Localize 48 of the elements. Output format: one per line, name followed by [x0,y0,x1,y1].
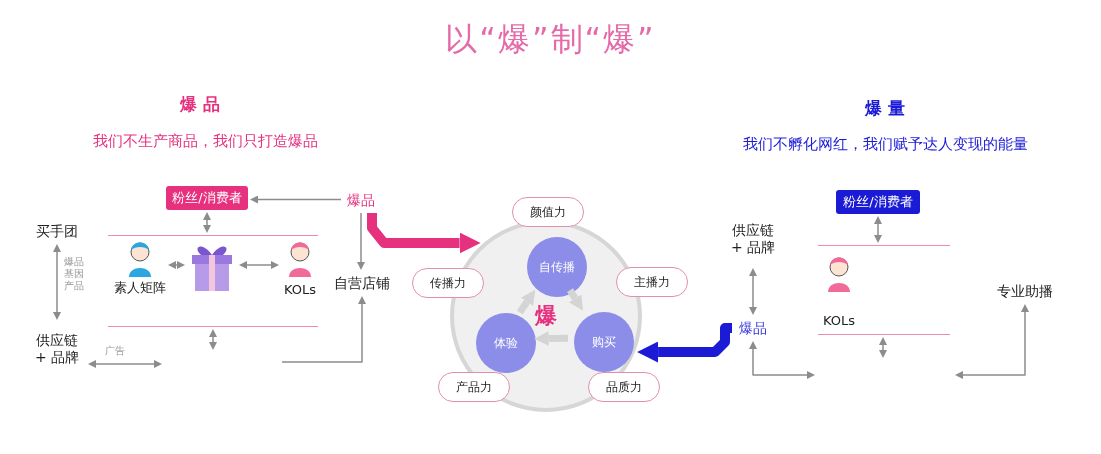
arrow [281,296,366,363]
stage-circle: 自传播 [527,237,587,297]
subtitle: 我们不生产商品，我们只打造爆品 [91,132,319,151]
edge-label: 爆品基因产品 [62,256,86,292]
arrow [88,360,162,368]
node-label: 爆品 [343,189,379,211]
capability-pill: 传播力 [412,268,484,298]
arrow [879,337,887,358]
flow-arrow [516,289,536,315]
flow-arrow [637,323,732,363]
flow-arrow [567,288,583,311]
arrow [250,195,342,204]
center-character: 爆 [534,302,558,330]
arrow [357,212,365,270]
arrow [53,244,61,320]
node-label: 专业助播 [986,280,1064,302]
person-caption: KOLs [821,313,857,328]
title: 以“爆”制“爆” [444,19,657,60]
subtitle: 我们不孵化网红，我们赋予达人变现的能量 [741,135,1029,154]
platform-band [108,235,318,327]
person-caption: KOLs [282,282,318,297]
arrow [209,329,217,350]
audience-box: 粉丝/消费者 [836,190,920,214]
capability-pill: 品质力 [588,372,660,402]
stage-circle: 购买 [574,312,634,372]
heading: 爆 品 [178,93,221,116]
audience-box: 粉丝/消费者 [166,186,248,210]
capability-pill: 产品力 [438,372,510,402]
flow-arrow [534,331,569,346]
arrow [239,261,279,269]
heading: 爆 量 [863,97,906,120]
stage-circle: 体验 [476,313,536,373]
platform-band [818,245,950,335]
person-caption: 素人矩阵 [113,279,167,297]
arrow [955,304,1029,379]
node-label: 买手团 [28,220,86,242]
node-label: 爆品 [734,317,772,339]
capability-pill: 主播力 [616,267,688,297]
node-label: 自营店铺 [328,272,396,294]
arrow [749,268,757,315]
arrow [203,212,211,233]
arrow [874,216,882,243]
capability-pill: 颜值力 [512,197,584,227]
flow-arrow [367,213,481,254]
arrow [749,341,815,379]
node-label: 供应链 + 品牌 [724,212,782,266]
arrow [168,261,185,269]
node-label: 供应链 + 品牌 [28,322,86,376]
